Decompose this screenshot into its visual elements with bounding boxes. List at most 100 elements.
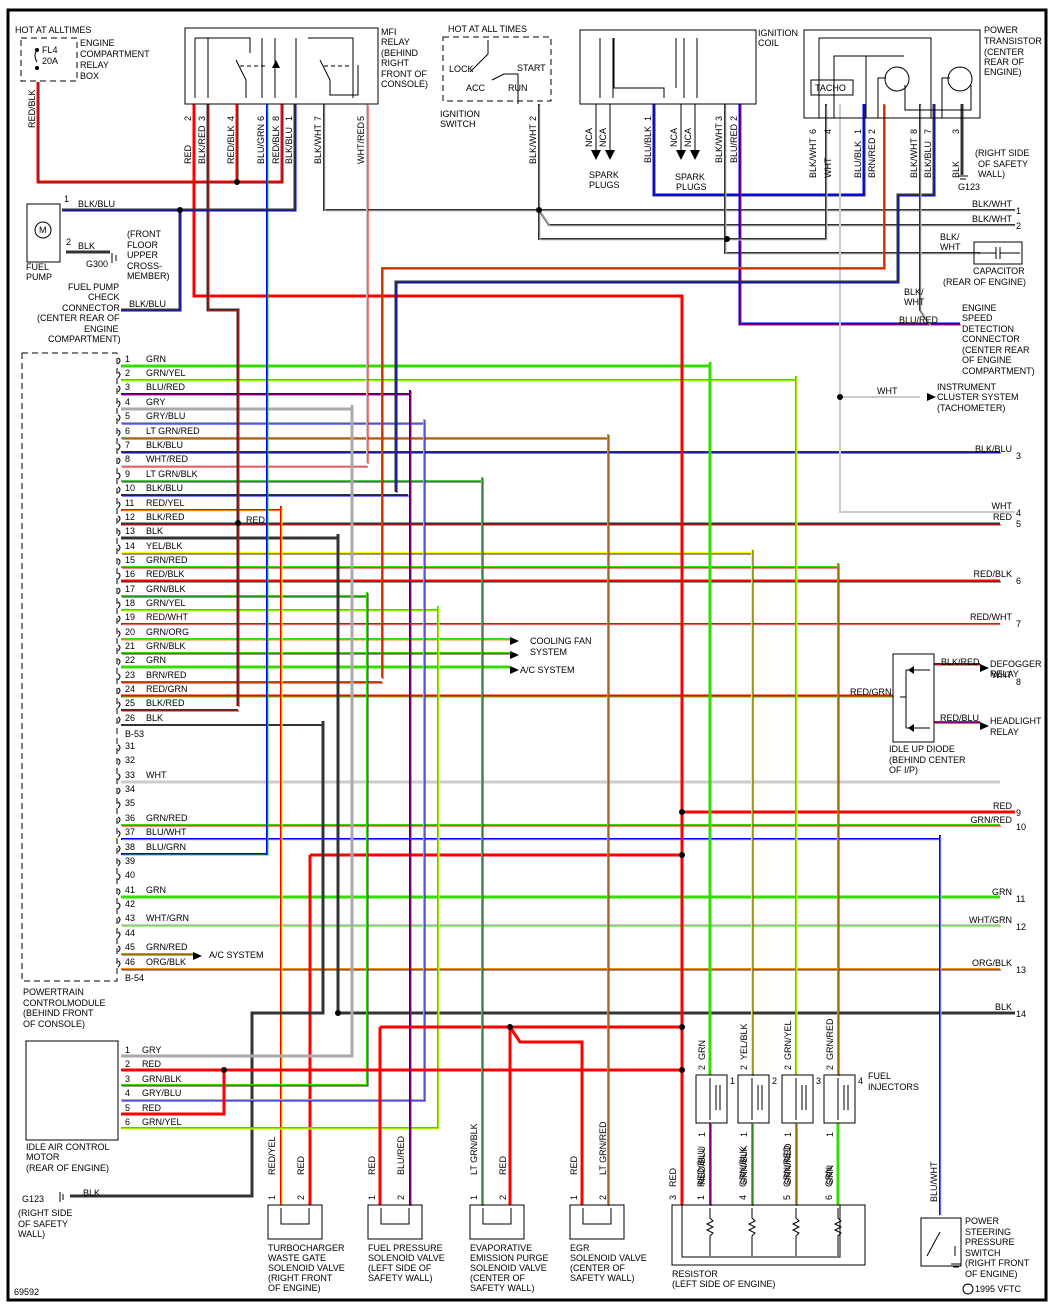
svg-text:WHT: WHT (877, 386, 898, 396)
transistor-icon (884, 66, 910, 92)
resistor-icon (791, 1208, 801, 1256)
iac-pin-number: 3 (125, 1074, 130, 1084)
svg-text:CAPACITOR: CAPACITOR (973, 266, 1025, 276)
pcm-pin-number: 43 (125, 913, 135, 923)
svg-text:2: 2 (867, 129, 877, 134)
svg-text:COMPARTMENT): COMPARTMENT) (48, 334, 121, 344)
connector-terminal-icon (117, 457, 121, 465)
svg-text:POWER: POWER (984, 25, 1019, 35)
svg-text:13: 13 (1016, 965, 1026, 975)
connector-terminal-icon (117, 816, 121, 824)
svg-text:BLK/WHT: BLK/WHT (528, 123, 538, 164)
connector-b54: B-54 (125, 973, 144, 983)
svg-text:2: 2 (772, 1076, 777, 1086)
pcm-pin-wire-label: WHT/GRN (146, 913, 189, 923)
iac-pin-wire-label: GRY (142, 1045, 161, 1055)
connector-terminal-icon (117, 916, 121, 924)
svg-text:LT GRN/BLK: LT GRN/BLK (469, 1123, 479, 1175)
svg-text:PRESSURE: PRESSURE (965, 1237, 1015, 1247)
svg-text:1: 1 (853, 129, 863, 134)
connector-terminal-icon (117, 902, 121, 910)
pcm-wire-24 (121, 694, 894, 698)
off-page-references: BLK/WHT1BLK/WHT2BLK/BLU3WHT4RED5RED/BLK6… (969, 199, 1026, 1019)
diagram-id: 69592 (14, 1287, 39, 1297)
svg-text:COIL: COIL (758, 38, 779, 48)
pcm-pin-wire-label: GRN (146, 354, 166, 364)
pcm-pin-wire-label: GRN/YEL (146, 368, 186, 378)
svg-text:6: 6 (824, 1195, 834, 1200)
wire-coil-blu-red (738, 104, 961, 326)
svg-text:ENGINE: ENGINE (80, 38, 115, 48)
pcm-pin-number: 3 (125, 382, 130, 392)
iac-pin-number: 2 (125, 1059, 130, 1069)
instrument-cluster: WHT INSTRUMENT CLUSTER SYSTEM (TACHOMETE… (877, 382, 1019, 413)
svg-text:SWITCH: SWITCH (440, 119, 476, 129)
svg-text:1: 1 (643, 116, 653, 121)
connector-terminal-icon (117, 716, 121, 724)
svg-text:BLK: BLK (951, 161, 961, 178)
svg-text:2: 2 (1016, 221, 1021, 231)
svg-text:EVAPORATIVE: EVAPORATIVE (470, 1243, 532, 1253)
svg-text:ENGINE: ENGINE (962, 303, 997, 313)
svg-text:3: 3 (668, 1195, 678, 1200)
resistor-icon (705, 1208, 715, 1256)
svg-text:7: 7 (1016, 619, 1021, 629)
connector-terminal-icon (117, 931, 121, 939)
connector-terminal-icon (117, 529, 121, 537)
svg-text:LT GRN/RED: LT GRN/RED (598, 1121, 608, 1175)
svg-text:2: 2 (729, 116, 739, 121)
pcm-pin-number: 24 (125, 684, 135, 694)
pcm-splice-label: RED (246, 515, 266, 525)
svg-text:RED/BLK: RED/BLK (226, 125, 236, 164)
svg-text:REAR OF: REAR OF (984, 57, 1025, 67)
connector-terminal-icon (117, 572, 121, 580)
pcm-wire-8 (121, 465, 368, 468)
wire-egr-grn-red (607, 434, 610, 1206)
wire-tr-blk-wht (727, 104, 828, 241)
svg-text:(FRONT: (FRONT (127, 229, 161, 239)
pcm-wire-37 (121, 838, 941, 841)
pcm-pin-wire-label: RED/BLK (146, 569, 185, 579)
svg-text:DETECTION: DETECTION (962, 324, 1014, 334)
svg-text:G123: G123 (22, 1194, 44, 1204)
svg-text:(REAR OF ENGINE): (REAR OF ENGINE) (943, 277, 1026, 287)
svg-text:FUEL PRESSURE: FUEL PRESSURE (368, 1243, 443, 1253)
pcm-wire-23 (121, 681, 383, 684)
splice-dot (235, 520, 241, 526)
svg-text:(TACHOMETER): (TACHOMETER) (937, 403, 1005, 413)
svg-text:(CENTER REAR: (CENTER REAR (962, 345, 1030, 355)
svg-text:OF ENGINE): OF ENGINE) (268, 1283, 321, 1293)
connector-terminal-icon (117, 443, 121, 451)
svg-text:SAFETY WALL): SAFETY WALL) (470, 1283, 535, 1293)
fuse-box-location: ENGINE COMPARTMENT RELAY BOX (80, 38, 150, 81)
svg-text:1: 1 (469, 1195, 479, 1200)
svg-text:1: 1 (284, 116, 294, 121)
svg-text:2: 2 (783, 1065, 793, 1070)
fuel-pump-label: FUEL PUMP (26, 262, 52, 282)
svg-text:GRN: GRN (824, 1167, 834, 1187)
svg-text:3: 3 (197, 116, 207, 121)
svg-text:2: 2 (697, 1065, 707, 1070)
resistor-pin: 6 GRN (824, 1167, 843, 1256)
pcm-pin-wire-label: BLK/RED (146, 698, 185, 708)
wire-mfi-blu-grn (266, 104, 269, 856)
pcm-wire-21 (121, 652, 511, 655)
wire-tr-blk-blu (394, 104, 936, 493)
pcm-pin-wire-label: BLK/RED (146, 512, 185, 522)
svg-text:BRN/RED: BRN/RED (867, 137, 877, 178)
svg-text:SPARK: SPARK (589, 170, 619, 180)
pcm-pin-number: 40 (125, 870, 135, 880)
wire-mfi-blk-wht (323, 104, 1016, 212)
diode-icon (908, 666, 914, 732)
svg-text:EMISSION PURGE: EMISSION PURGE (470, 1253, 549, 1263)
pcm-pin-number: 19 (125, 612, 135, 622)
